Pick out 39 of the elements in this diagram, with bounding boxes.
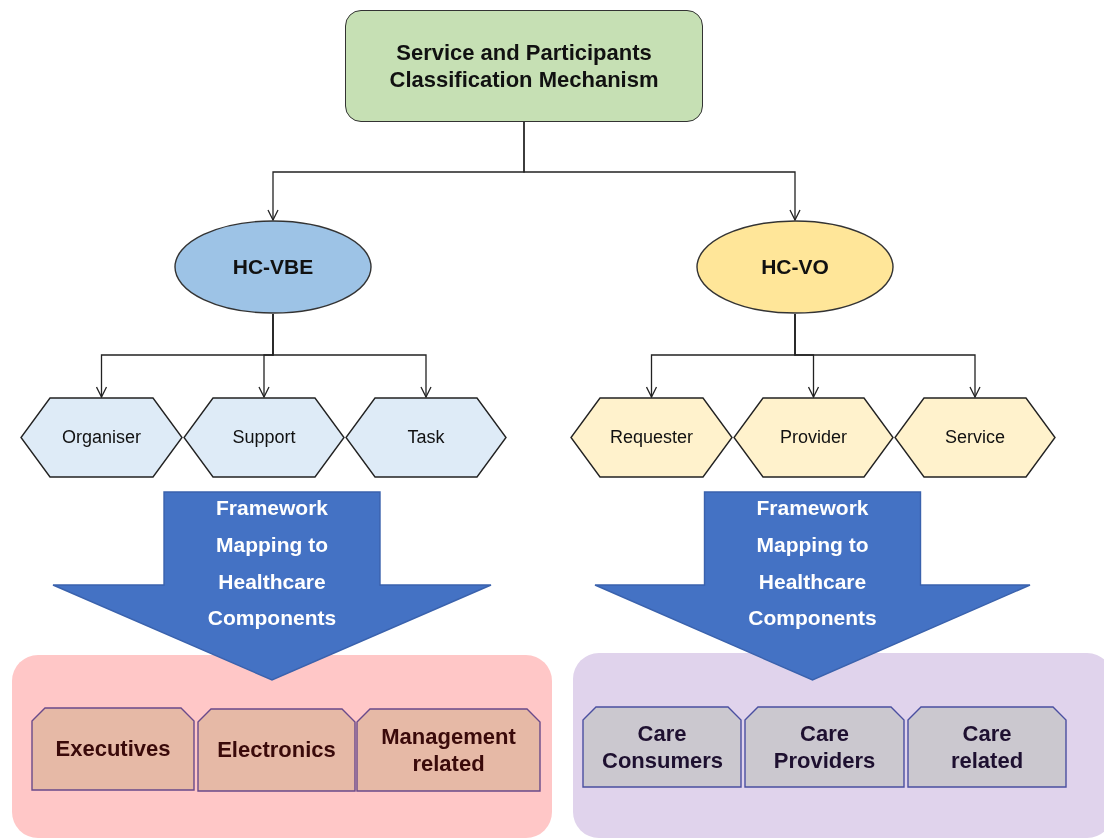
node-label: Organiser	[62, 426, 141, 449]
node-label: HC-VO	[761, 253, 829, 280]
node-label: Management related	[380, 722, 517, 778]
node-label: HC-VBE	[232, 253, 314, 280]
category-box	[197, 708, 356, 792]
category-box	[907, 706, 1067, 788]
hexagon-node	[183, 397, 345, 478]
node-label: Care Providers	[772, 719, 877, 775]
hexagon-node	[894, 397, 1056, 478]
node-label: Provider	[780, 426, 847, 449]
block-arrow	[595, 492, 1030, 680]
node-label: Task	[407, 426, 445, 449]
category-box	[31, 707, 195, 791]
connector-arrow	[523, 121, 801, 221]
arrow-label: Framework Mapping to Healthcare Components	[747, 495, 878, 632]
node-label: Support	[232, 426, 296, 449]
arrow-label: Framework Mapping to Healthcare Components	[206, 495, 338, 632]
node-label: Electronics	[217, 736, 336, 764]
hexagon-node	[345, 397, 507, 478]
node-label: Care related	[949, 719, 1025, 775]
node-label: Executives	[55, 735, 171, 763]
connector-arrow	[794, 313, 981, 398]
node-label: Service and Participants Classification Mechanism	[388, 38, 660, 94]
block-arrow	[53, 492, 491, 680]
category-box	[356, 708, 541, 792]
connector-arrow	[272, 313, 432, 398]
group-panel	[573, 653, 1104, 838]
hexagon-node	[570, 397, 733, 478]
category-ellipse	[696, 220, 894, 314]
category-box	[582, 706, 742, 788]
category-box	[744, 706, 905, 788]
category-ellipse	[174, 220, 372, 314]
title-box	[345, 10, 703, 122]
node-label: Service	[945, 426, 1005, 449]
node-label: Requester	[609, 426, 694, 449]
node-label: Care Consumers	[602, 719, 722, 775]
hexagon-node	[20, 397, 183, 478]
group-panel	[12, 655, 552, 838]
hexagon-node	[733, 397, 894, 478]
